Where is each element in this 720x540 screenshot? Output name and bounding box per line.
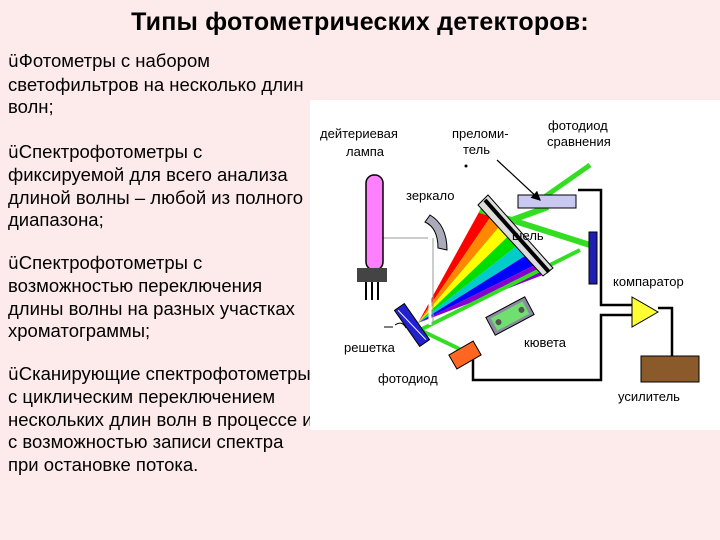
spectrum-fan: [418, 203, 548, 323]
reference-photodiode: [517, 194, 577, 209]
refractor-label-line2: тель: [463, 142, 490, 157]
beam-to-reference: [510, 204, 550, 223]
diffraction-grating: [393, 302, 431, 348]
signal-wires: [471, 188, 674, 382]
concave-mirror: [424, 214, 448, 251]
lamp-bulb: [365, 174, 384, 271]
lamp-light-path: [383, 233, 432, 325]
spectrum-band: [418, 213, 503, 323]
measuring-photodiode: [448, 340, 482, 370]
bullet-text: Фотометры с набором светофильтров на нес…: [8, 50, 304, 117]
bullet-text: Спектрофотометры с фиксируемой для всего…: [8, 140, 304, 231]
amplifier-box: [640, 355, 700, 383]
refractor-label-line1: преломи-: [452, 126, 509, 141]
lamp-label-line1: дейтериевая: [320, 126, 398, 141]
refractor-pointer-arrow: [496, 159, 541, 201]
comparator-label: компаратор: [613, 274, 684, 289]
bullet-item-switchable-wavelength: üСпектрофотометры с возможностью переклю…: [8, 252, 313, 343]
slit-label: щель: [512, 228, 544, 243]
cuvette: [485, 296, 535, 336]
beam-grating-cuvette: [419, 248, 581, 332]
ref-photodiode-label-line2: сравнения: [547, 134, 611, 149]
bullet-item-filter-photometers: üФотометры с набором светофильтров на не…: [8, 50, 313, 119]
bullet-item-scanning: üСканирующие спектрофотометры с цикличес…: [8, 363, 313, 477]
spectrum-band: [418, 253, 539, 323]
beam-to-refractor: [538, 162, 592, 203]
deuterium-lamp: [357, 174, 387, 300]
slit-element: [588, 231, 598, 285]
amplifier-label: усилитель: [618, 389, 680, 404]
bullet-list: üФотометры с набором светофильтров на не…: [8, 50, 313, 476]
bullet-text: Спектрофотометры с возможностью переключ…: [8, 251, 295, 342]
comparator-triangle: [631, 296, 660, 328]
bullet-text: Сканирующие спектрофотометры с циклическ…: [8, 362, 313, 475]
spectrum-mirror: [477, 194, 554, 277]
checkmark-icon: ü: [8, 364, 19, 385]
ref-photodiode-label-line1: фотодиод: [548, 118, 608, 133]
spectrum-band: [418, 263, 548, 323]
spectrum-band: [418, 223, 512, 323]
spectrum-band: [418, 233, 521, 323]
checkmark-icon: ü: [8, 253, 19, 274]
checkmark-icon: ü: [8, 142, 19, 163]
spectrum-band: [418, 203, 494, 323]
lamp-label-line2: лампа: [346, 144, 385, 159]
spectrum-band: [418, 243, 530, 323]
page-title: Типы фотометрических детекторов:: [131, 8, 589, 36]
lamp-base: [357, 268, 387, 282]
checkmark-icon: ü: [8, 52, 19, 72]
grating-rotation-icon: [394, 322, 407, 329]
bullet-item-fixed-wavelength: üСпектрофотометры с фиксируемой для всег…: [8, 141, 313, 232]
photodiode-label: фотодиод: [378, 371, 438, 386]
grating-label: решетка: [344, 340, 396, 355]
cuvette-label: кювета: [524, 335, 567, 350]
mirror-label: зеркало: [406, 188, 454, 203]
